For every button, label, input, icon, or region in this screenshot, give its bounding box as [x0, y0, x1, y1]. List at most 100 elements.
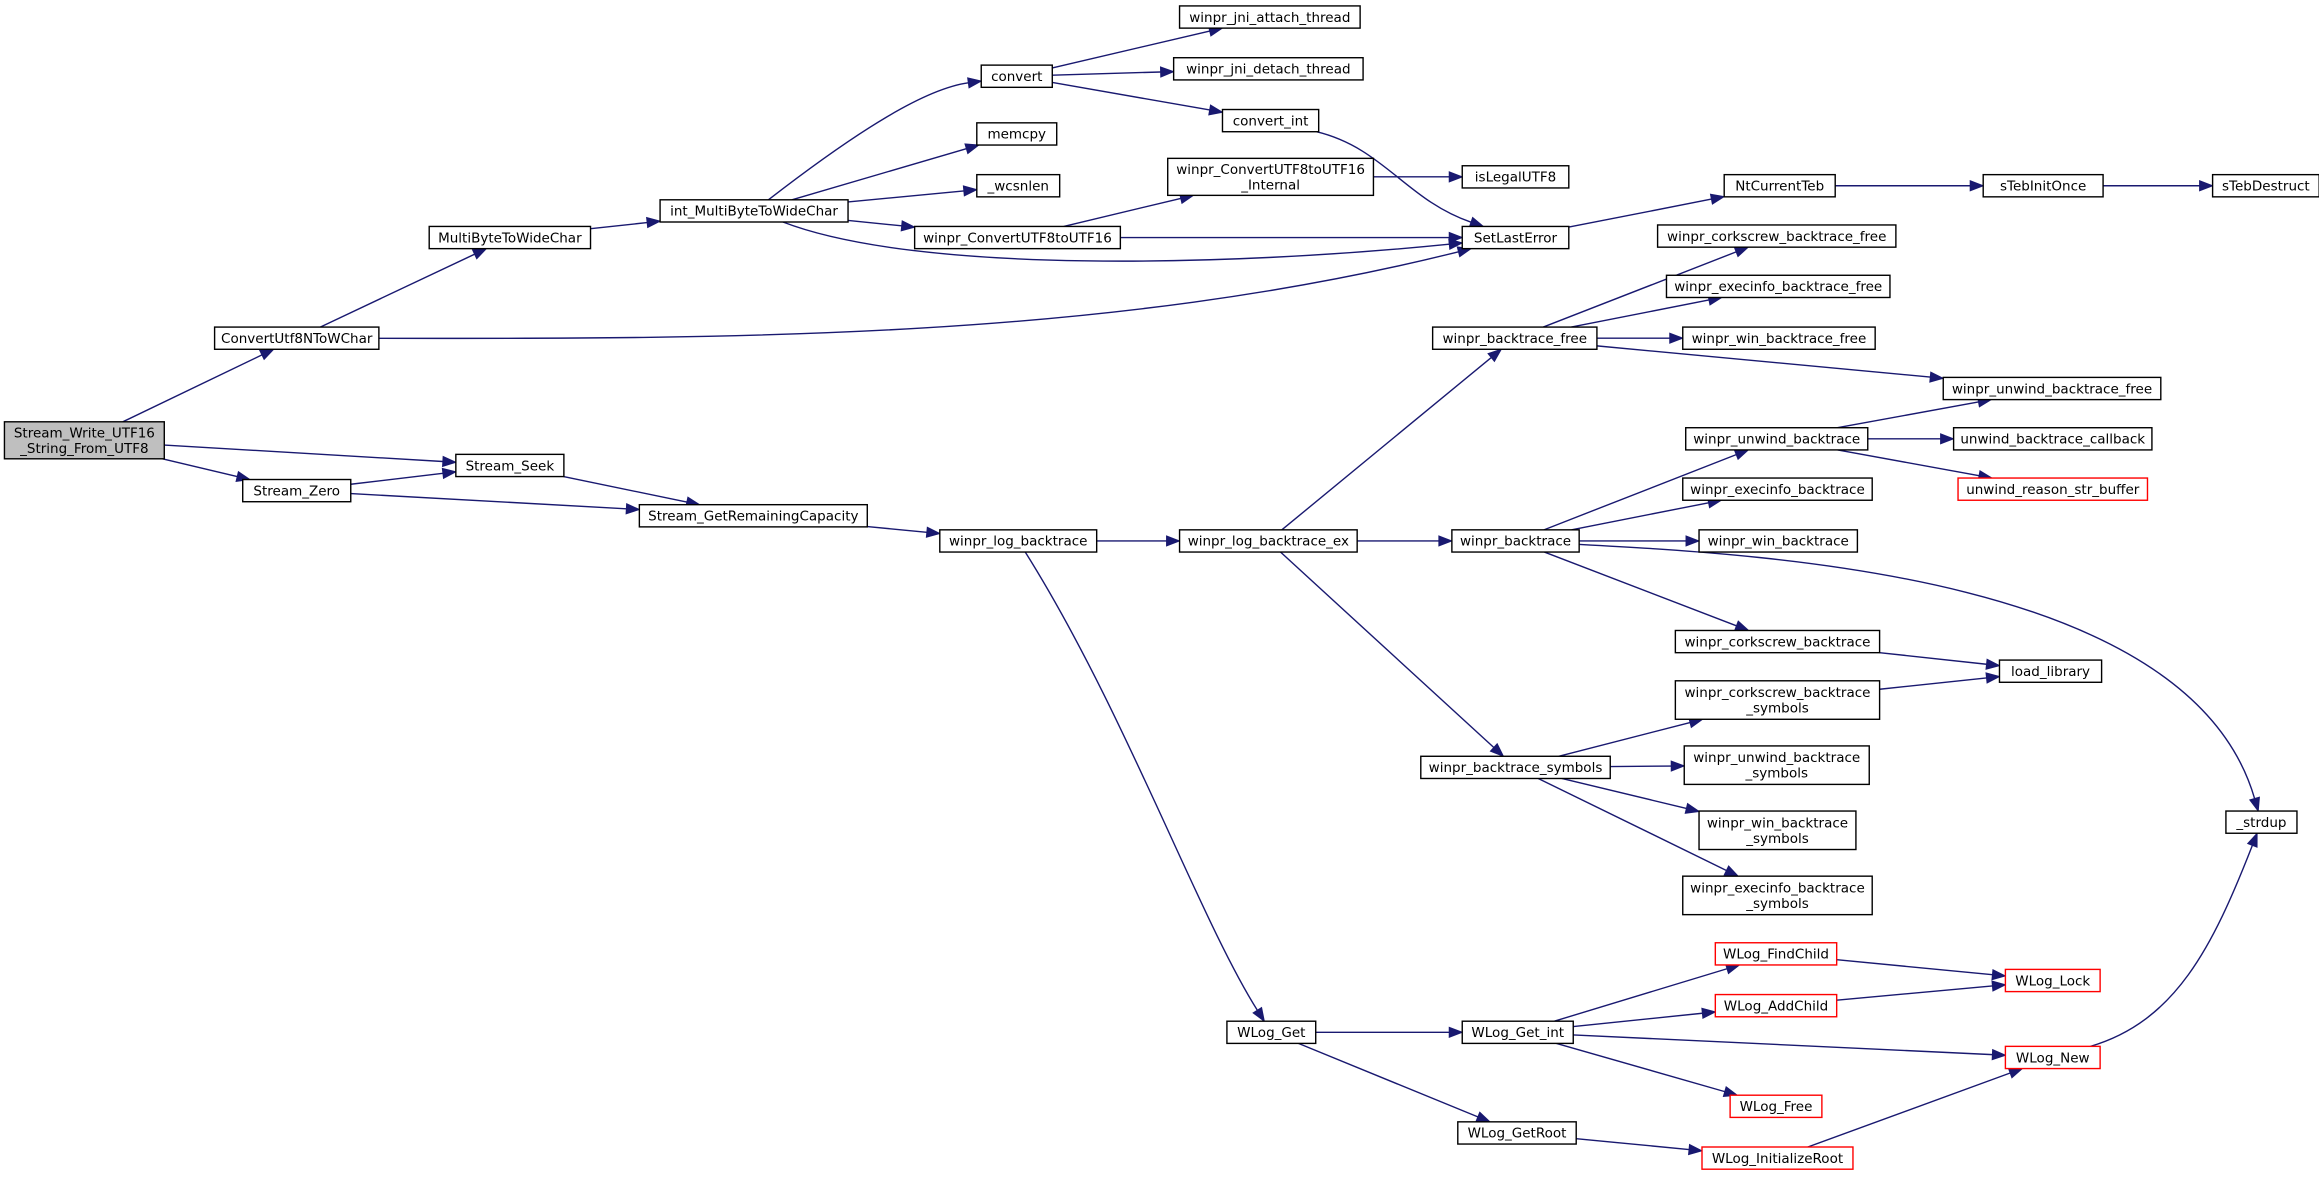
node-winpr-convertutf8toutf16[interactable]: winpr_ConvertUTF8toUTF16	[913, 225, 1122, 250]
node-box	[3, 421, 165, 460]
node-wlog-findchild[interactable]: WLog_FindChild	[1714, 942, 1838, 966]
edge-winpr-backtrace-free-to-winpr-execinfo-backtrace-free	[1571, 299, 1710, 328]
node-winpr-win-backtrace-symbols[interactable]: winpr_win_backtrace_symbols	[1698, 810, 1857, 851]
node-box	[1674, 629, 1881, 654]
node-convertutf8ntowchar[interactable]: ConvertUtf8NToWChar	[213, 326, 380, 350]
edge-arrowhead	[1701, 1007, 1717, 1020]
node-winpr-jni-attach-thread[interactable]: winpr_jni_attach_thread	[1178, 5, 1361, 29]
node-winpr-backtrace-free[interactable]: winpr_backtrace_free	[1431, 326, 1598, 350]
edge-arrowhead	[1733, 449, 1750, 461]
node-wlog-free[interactable]: WLog_Free	[1729, 1094, 1823, 1119]
node-box	[1461, 225, 1570, 250]
node-label: _wcsnlen	[987, 179, 1049, 195]
edge-int-multibytetowidechar-to--wcsnlen	[847, 190, 964, 203]
edge-arrowhead	[2246, 831, 2258, 848]
node-box	[1685, 427, 1869, 451]
node-wlog-get[interactable]: WLog_Get	[1226, 1020, 1317, 1045]
node-unwind-backtrace-callback[interactable]: unwind_backtrace_callback	[1952, 427, 2153, 451]
node-winpr-corkscrew-backtrace[interactable]: winpr_corkscrew_backtrace	[1674, 629, 1881, 654]
node-setlasterror[interactable]: SetLastError	[1461, 225, 1570, 250]
node-box	[242, 478, 352, 503]
node-multibytetowidechar[interactable]: MultiByteToWideChar	[428, 225, 592, 250]
node-box	[1957, 477, 2149, 501]
node-label: winpr_corkscrew_backtrace	[1684, 685, 1870, 701]
node-winpr-corkscrew-backtrace-symbols[interactable]: winpr_corkscrew_backtrace_symbols	[1674, 680, 1881, 720]
node-label: winpr_unwind_backtrace	[1693, 750, 1860, 766]
node-winpr-execinfo-backtrace-symbols[interactable]: winpr_execinfo_backtrace_symbols	[1682, 875, 1873, 916]
edge-arrowhead	[1991, 1048, 2007, 1061]
node-box	[1221, 108, 1320, 133]
edge-arrowhead	[1448, 1026, 1464, 1039]
edge-arrowhead	[1468, 216, 1485, 228]
edge-arrowhead	[1685, 535, 1701, 547]
node-stebinitonce[interactable]: sTebInitOnce	[1982, 173, 2104, 198]
node-winpr-backtrace[interactable]: winpr_backtrace	[1451, 529, 1580, 553]
node-root[interactable]: Stream_Write_UTF16_String_From_UTF8	[3, 421, 165, 460]
edge-wlog-get-int-to-wlog-free	[1556, 1042, 1725, 1093]
node-islegalutf8[interactable]: isLegalUTF8	[1461, 165, 1570, 189]
node-box	[1451, 529, 1580, 553]
node-ntcurrentteb[interactable]: NtCurrentTeb	[1723, 173, 1836, 198]
node-box	[1729, 1094, 1823, 1119]
node-winpr-win-backtrace-free[interactable]: winpr_win_backtrace_free	[1682, 326, 1876, 350]
node-label: WLog_FindChild	[1723, 947, 1829, 963]
node-winpr-corkscrew-backtrace-free[interactable]: winpr_corkscrew_backtrace_free	[1656, 224, 1897, 248]
node-winpr-unwind-backtrace-symbols[interactable]: winpr_unwind_backtrace_symbols	[1683, 745, 1870, 786]
node-box	[1701, 1146, 1854, 1170]
node-label: winpr_execinfo_backtrace_free	[1674, 279, 1882, 295]
node-wlog-lock[interactable]: WLog_Lock	[2004, 968, 2101, 993]
node-winpr-execinfo-backtrace-free[interactable]: winpr_execinfo_backtrace_free	[1665, 274, 1891, 299]
edge-arrowhead	[625, 503, 641, 515]
edge-winpr-backtrace-symbols-to-winpr-execinfo-backtrace-symbols	[1537, 777, 1727, 872]
node-int-multibytetowidechar[interactable]: int_MultiByteToWideChar	[659, 199, 849, 223]
node-label: Stream_Zero	[253, 483, 340, 499]
node-winpr-convertutf8toutf16-internal[interactable]: winpr_ConvertUTF8toUTF16_Internal	[1167, 157, 1375, 197]
node-wlog-new[interactable]: WLog_New	[2004, 1045, 2101, 1070]
node-label: winpr_backtrace_symbols	[1429, 760, 1603, 776]
edge-setlasterror-to-ntcurrentteb	[1568, 198, 1712, 228]
edge-arrowhead	[1670, 760, 1686, 772]
node-box	[2211, 173, 2319, 198]
node-wlog-initializeroot[interactable]: WLog_InitializeRoot	[1701, 1146, 1854, 1170]
node-box	[1420, 755, 1611, 780]
node-stream-seek[interactable]: Stream_Seek	[455, 453, 565, 478]
node-label: winpr_execinfo_backtrace	[1690, 880, 1865, 896]
node-winpr-log-backtrace[interactable]: winpr_log_backtrace	[939, 529, 1098, 553]
node-wlog-getroot[interactable]: WLog_GetRoot	[1457, 1121, 1577, 1145]
node-stream-zero[interactable]: Stream_Zero	[242, 478, 352, 503]
node-winpr-unwind-backtrace[interactable]: winpr_unwind_backtrace	[1685, 427, 1869, 451]
node-wlog-get-int[interactable]: WLog_Get_int	[1461, 1020, 1574, 1045]
node-winpr-backtrace-symbols[interactable]: winpr_backtrace_symbols	[1420, 755, 1611, 780]
node-load-library[interactable]: load_library	[1998, 659, 2103, 683]
node-label: winpr_backtrace_free	[1443, 331, 1588, 347]
node-winpr-log-backtrace-ex[interactable]: winpr_log_backtrace_ex	[1178, 529, 1358, 553]
node-label: WLog_Lock	[2015, 973, 2090, 989]
node-unwind-reason-str-buffer[interactable]: unwind_reason_str_buffer	[1957, 477, 2149, 501]
edge-int-multibytetowidechar-to-convert	[767, 82, 969, 201]
node-convert-int[interactable]: convert_int	[1221, 108, 1320, 133]
node-box	[1723, 173, 1836, 198]
node-winpr-unwind-backtrace-free[interactable]: winpr_unwind_backtrace_free	[1942, 376, 2162, 401]
node-memcpy[interactable]: memcpy	[976, 122, 1058, 146]
edge-convert-to-convert-int	[1052, 81, 1210, 111]
node-box	[1461, 165, 1570, 189]
node-box	[1714, 993, 1838, 1018]
node-label: int_MultiByteToWideChar	[670, 204, 838, 220]
node-winpr-execinfo-backtrace[interactable]: winpr_execinfo_backtrace	[1682, 477, 1873, 501]
node-convert[interactable]: convert	[980, 64, 1053, 89]
node-winpr-jni-detach-thread[interactable]: winpr_jni_detach_thread	[1172, 57, 1364, 81]
edge-root-to-stream-seek	[164, 444, 443, 463]
node--wcsnlen[interactable]: _wcsnlen	[976, 173, 1061, 198]
edge-winpr-backtrace-to-winpr-corkscrew-backtrace	[1544, 551, 1737, 627]
node-wlog-addchild[interactable]: WLog_AddChild	[1714, 993, 1838, 1018]
node-box	[976, 173, 1061, 198]
node-stebdestruct[interactable]: sTebDestruct	[2211, 173, 2319, 198]
node-box	[1178, 529, 1358, 553]
node--strdup[interactable]: _strdup	[2225, 810, 2298, 834]
node-label: Stream_Seek	[466, 458, 555, 474]
node-stream-getremainingcapacity[interactable]: Stream_GetRemainingCapacity	[638, 503, 868, 528]
edge-int-multibytetowidechar-to-setlasterror	[782, 221, 1450, 262]
edge-arrowhead	[1985, 658, 2001, 670]
node-winpr-win-backtrace[interactable]: winpr_win_backtrace	[1698, 529, 1859, 553]
node-label: Stream_Write_UTF16	[14, 425, 155, 441]
